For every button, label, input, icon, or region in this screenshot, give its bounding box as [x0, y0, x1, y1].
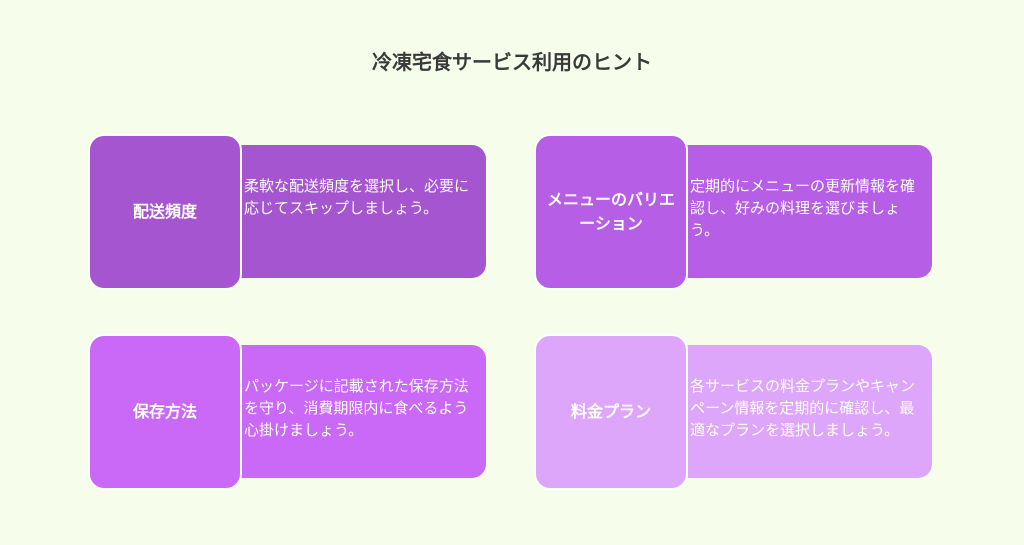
card-description: 各サービスの料金プランやキャンペーン情報を定期的に確認し、最適なプランを選択しま…	[674, 345, 932, 478]
card-pricing-plan: 各サービスの料金プランやキャンペーン情報を定期的に確認し、最適なプランを選択しま…	[534, 334, 934, 490]
card-heading: 配送頻度	[88, 134, 242, 290]
card-heading: メニューのバリエーション	[534, 134, 688, 290]
card-menu-variation: 定期的にメニューの更新情報を確認し、好みの料理を選びましょう。 メニューのバリエ…	[534, 134, 934, 290]
card-delivery-frequency: 柔軟な配送頻度を選択し、必要に応じてスキップしましょう。 配送頻度	[88, 134, 488, 290]
card-heading: 保存方法	[88, 334, 242, 490]
card-heading: 料金プラン	[534, 334, 688, 490]
diagram-title: 冷凍宅食サービス利用のヒント	[372, 50, 652, 74]
card-description: パッケージに記載された保存方法を守り、消費期限内に食べるよう心掛けましょう。	[228, 345, 486, 478]
card-description: 柔軟な配送頻度を選択し、必要に応じてスキップしましょう。	[228, 145, 486, 278]
card-storage-method: パッケージに記載された保存方法を守り、消費期限内に食べるよう心掛けましょう。 保…	[88, 334, 488, 490]
card-description: 定期的にメニューの更新情報を確認し、好みの料理を選びましょう。	[674, 145, 932, 278]
